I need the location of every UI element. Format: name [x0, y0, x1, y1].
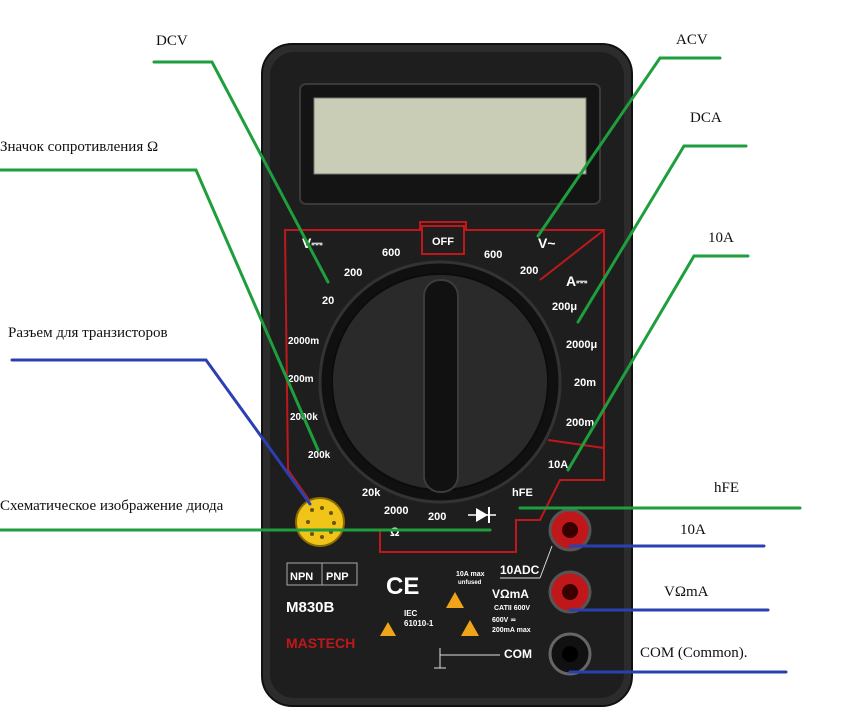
callout-10a-jack: 10A [680, 522, 706, 538]
rating-label: 600V ≂ [492, 617, 516, 624]
dca-range: 2000μ [566, 339, 597, 351]
callout-dca: DCA [690, 110, 722, 126]
label-ohm: Ω [390, 525, 400, 539]
dca-range: 10A [548, 459, 568, 471]
label-v-dc: V⎓ [302, 235, 323, 251]
brand-logo: MASTECH [286, 635, 355, 651]
transistor-socket [295, 497, 345, 547]
warning-icon [461, 620, 479, 636]
cat-label: CATII 600V [494, 605, 530, 612]
jack-vma-hole [562, 584, 578, 600]
jack-10a-hole [562, 522, 578, 538]
panel-separator [539, 229, 605, 281]
warning-icon [446, 592, 464, 608]
callout-vma-jack: VΩmA [664, 584, 709, 600]
ce-mark: CE [386, 573, 419, 600]
lcd-screen [313, 97, 587, 175]
dcv-range: 200 [344, 267, 362, 279]
green-callout-lines [0, 56, 802, 532]
ohm-range: 200 [428, 511, 446, 523]
dcv-range: 200m [288, 374, 314, 385]
jack-com-hole [562, 646, 578, 662]
ohm-range: 20k [362, 487, 381, 499]
callout-line-transistor [10, 358, 312, 506]
label-v-ac: V~ [538, 235, 556, 251]
callout-dcv: DCV [156, 33, 188, 49]
callout-com-jack: COM (Common). [640, 645, 748, 661]
off-box [421, 225, 465, 255]
label-jack-10adc: 10ADC [500, 563, 540, 577]
dca-range: 200m [566, 417, 594, 429]
callout-line-dca [576, 144, 748, 324]
dial-pointer[interactable] [423, 279, 459, 493]
callout-transistor-socket: Разъем для транзисторов [8, 325, 168, 341]
callout-acv: ACV [676, 32, 708, 48]
label-pnp: PNP [326, 571, 349, 583]
panel-separator [547, 439, 605, 449]
ohm-range: 200k [308, 450, 331, 461]
blue-callout-lines [10, 358, 788, 674]
label-a-dc: A⎓ [566, 273, 588, 289]
iec-number: 61010-1 [404, 619, 434, 628]
rating-label: 200mA max [492, 627, 531, 634]
callout-hfe: hFE [714, 480, 740, 496]
fuse-label: 10A max [456, 571, 485, 578]
dcv-range: 20 [322, 295, 334, 307]
callout-ohm-symbol: Значок сопротивления Ω [0, 139, 159, 155]
callout-line-dcv [152, 60, 330, 284]
ohm-range: 2000 [384, 505, 408, 517]
iec-label: IEC [404, 609, 418, 618]
label-jack-vma: VΩmA [492, 587, 529, 601]
dcv-range: 2000m [288, 336, 319, 347]
label-jack-com: COM [504, 647, 532, 661]
callout-line-acv [536, 56, 722, 238]
dcv-range: 600 [382, 247, 400, 259]
callout-line-10a [566, 254, 750, 472]
callout-diode-symbol: Схематическое изображение диода [0, 498, 224, 514]
label-hfe: hFE [512, 487, 533, 499]
acv-range: 200 [520, 265, 538, 277]
diode-symbol [468, 507, 496, 523]
jack-leader [539, 545, 553, 579]
callout-line-ohm [0, 168, 320, 452]
model-label: M830B [286, 599, 335, 616]
callout-10a-range: 10A [708, 230, 734, 246]
fuse-label: unfused [458, 580, 482, 586]
warning-icon [380, 622, 396, 636]
label-off: OFF [432, 236, 454, 248]
label-npn: NPN [290, 571, 313, 583]
dca-range: 200μ [552, 301, 577, 313]
dca-range: 20m [574, 377, 596, 389]
acv-range: 600 [484, 249, 502, 261]
